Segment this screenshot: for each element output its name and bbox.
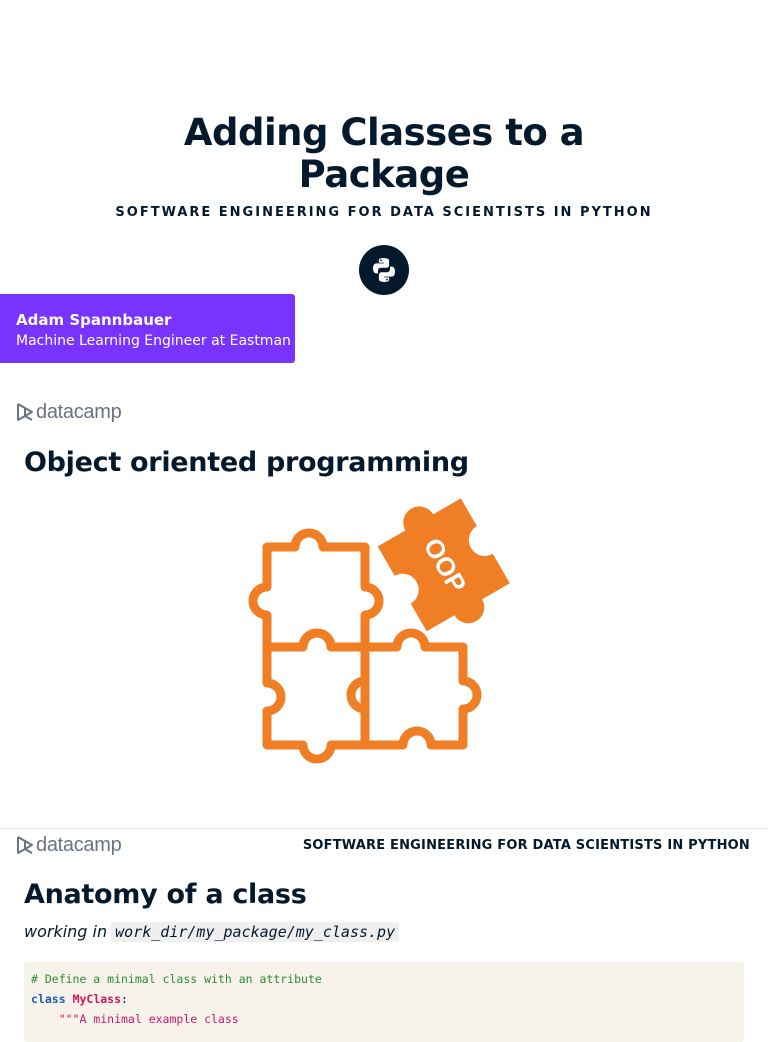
working-in-label: working in (24, 922, 108, 941)
author-card: Adam Spannbauer Machine Learning Enginee… (0, 294, 295, 363)
datacamp-logo-text: datacamp (36, 401, 122, 423)
course-subtitle: SOFTWARE ENGINEERING FOR DATA SCIENTISTS… (115, 205, 653, 220)
puzzle-piece-bottom-left (262, 628, 370, 764)
datacamp-mark-icon (17, 402, 33, 421)
file-path: work_dir/my_package/my_class.py (111, 922, 400, 942)
section-heading-anatomy: Anatomy of a class (24, 879, 307, 910)
course-header: SOFTWARE ENGINEERING FOR DATA SCIENTISTS… (302, 838, 750, 853)
code-block: # Define a minimal class with an attribu… (24, 962, 744, 1042)
datacamp-logo-2: datacamp (16, 834, 122, 857)
author-name: Adam Spannbauer (16, 311, 172, 329)
datacamp-logo: datacamp (16, 401, 122, 424)
datacamp-logo-text: datacamp (36, 834, 122, 856)
section-heading-oop: Object oriented programming (24, 447, 469, 478)
puzzle-piece-oop: OOP (377, 498, 510, 632)
oop-puzzle-illustration: OOP (248, 498, 510, 764)
python-logo-badge (359, 245, 409, 295)
puzzle-piece-bottom-right (360, 628, 482, 750)
code-keyword-class: class (31, 992, 66, 1006)
slide-title: Adding Classes to a Package (0, 112, 768, 196)
python-icon (373, 258, 395, 282)
slide-divider (0, 828, 768, 829)
code-colon: : (121, 992, 128, 1006)
code-docstring: """A minimal example class (31, 1012, 239, 1026)
code-class-name: MyClass (72, 992, 122, 1006)
author-role: Machine Learning Engineer at Eastman (16, 333, 291, 349)
datacamp-mark-icon (17, 835, 33, 854)
slide-title-line2: Package (298, 153, 470, 196)
slide-title-line1: Adding Classes to a (183, 111, 585, 154)
code-comment: # Define a minimal class with an attribu… (31, 972, 322, 986)
